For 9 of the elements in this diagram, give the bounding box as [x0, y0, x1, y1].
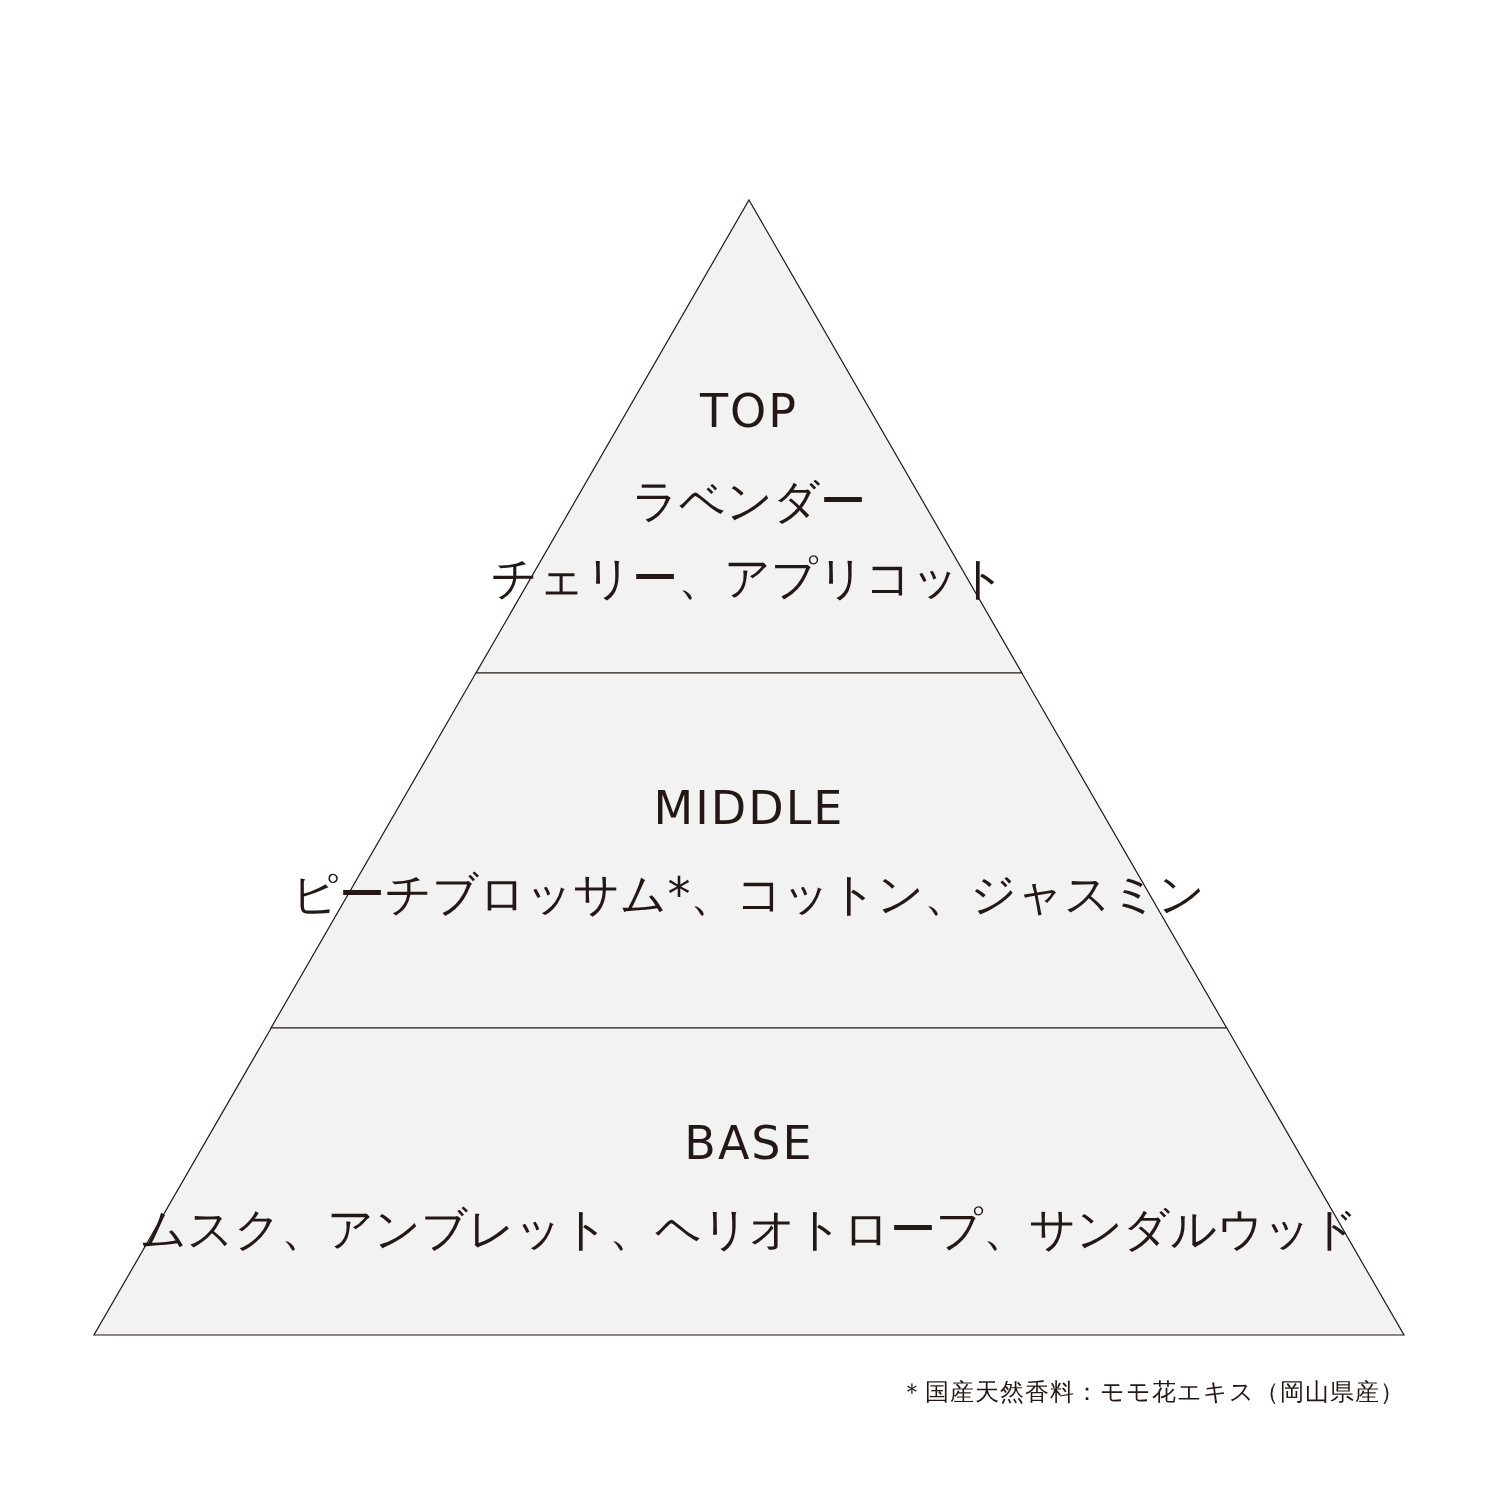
tier-heading: TOP — [698, 388, 799, 434]
tier-heading: MIDDLE — [652, 785, 846, 831]
tier-heading: BASE — [683, 1120, 815, 1166]
footnote: ＊国産天然香料：モモ花エキス（岡山県産） — [900, 1377, 1405, 1408]
note-list: ラベンダー — [176, 478, 1322, 524]
pyramid-tier — [94, 1028, 1404, 1335]
note-list: チェリー、アプリコット — [176, 555, 1322, 601]
pyramid-tier — [476, 200, 1022, 673]
pyramid-tier — [271, 673, 1227, 1028]
